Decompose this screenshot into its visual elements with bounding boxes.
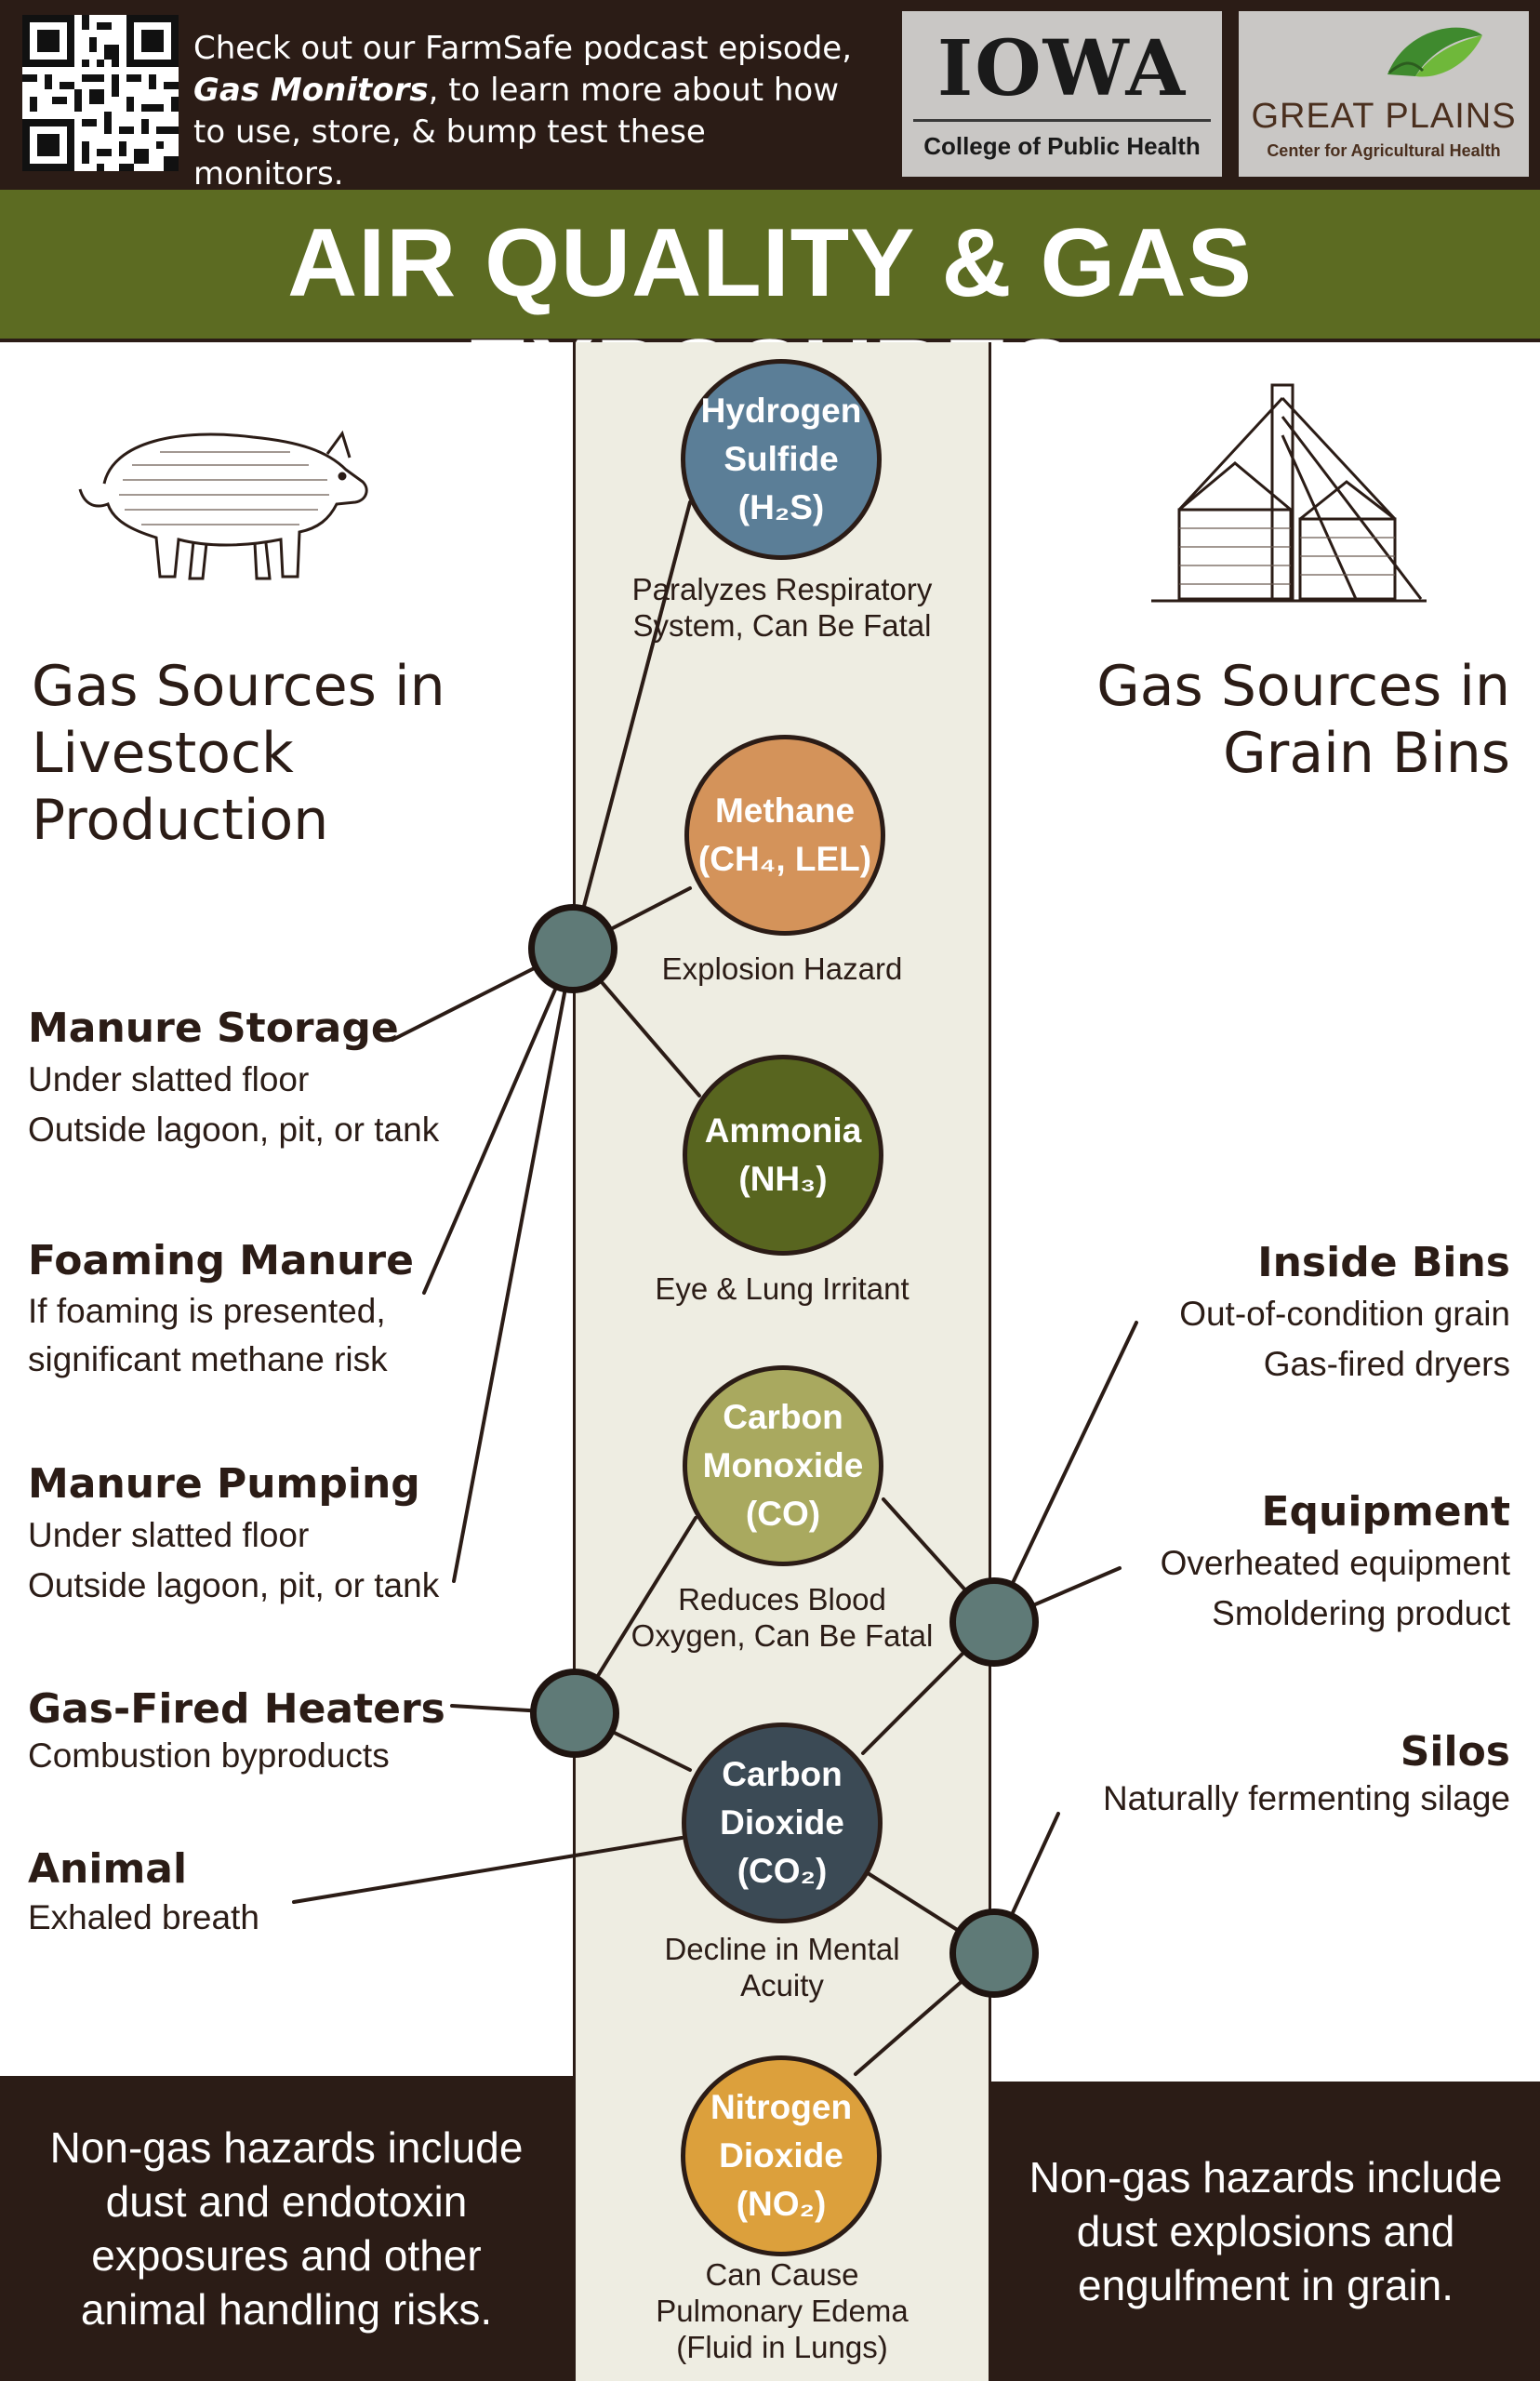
- gp-logo-subtitle: Center for Agricultural Health: [1267, 141, 1501, 160]
- gas-name-line1: Ammonia: [704, 1111, 862, 1150]
- source-line: Naturally fermenting silage: [1102, 1779, 1510, 1817]
- grain-bins-title: Gas Sources in Grain Bins: [1096, 654, 1510, 786]
- source-silos: Silos Naturally fermenting silage: [1027, 1726, 1510, 1819]
- source-name: Manure Storage: [28, 1004, 399, 1052]
- livestock-title: Gas Sources in Livestock Production: [32, 654, 445, 853]
- gas-name-line2: Dioxide: [719, 2136, 843, 2175]
- gas-name-line1: Carbon: [723, 1398, 843, 1436]
- source-line: Out-of-condition grain: [1179, 1295, 1510, 1333]
- gas-formula: (CO): [745, 1495, 821, 1533]
- source-line: Overheated equipment: [1160, 1544, 1510, 1582]
- connector-hub-grain-lower: [949, 1909, 1039, 1998]
- source-name: Silos: [1400, 1728, 1510, 1776]
- source-line: Gas-fired dryers: [1263, 1345, 1510, 1383]
- source-animal: Animal Exhaled breath: [28, 1843, 511, 1940]
- source-line: Under slatted floor: [28, 1516, 310, 1554]
- iowa-logo-rule: [913, 119, 1211, 122]
- gas-effect-carbon-dioxide: Decline in Mental Acuity: [664, 1932, 900, 2002]
- source-name: Gas-Fired Heaters: [28, 1685, 445, 1733]
- gas-name-line2: Monoxide: [702, 1446, 864, 1484]
- gas-effect-hydrogen-sulfide: Paralyzes Respiratory System, Can Be Fat…: [631, 572, 933, 643]
- source-name: Equipment: [1261, 1488, 1510, 1536]
- source-name: Animal: [28, 1845, 188, 1893]
- gas-effect-nitrogen-dioxide: Can Cause Pulmonary Edema (Fluid in Lung…: [656, 2257, 909, 2364]
- source-equipment: Equipment Overheated equipment Smolderin…: [1027, 1486, 1510, 1639]
- source-line: If foaming is presented,: [28, 1292, 386, 1330]
- gas-effect-ammonia: Eye & Lung Irritant: [655, 1271, 909, 1306]
- gas-formula: (CH₄, LEL): [697, 840, 872, 878]
- source-line: Combustion byproducts: [28, 1736, 390, 1775]
- gas-formula: (NO₂): [736, 2185, 827, 2223]
- leaf-icon: [1387, 27, 1482, 77]
- qr-code-graphic: [22, 15, 179, 171]
- podcast-promo-text: Check out our FarmSafe podcast episode, …: [193, 28, 863, 195]
- source-line: Outside lagoon, pit, or tank: [28, 1566, 440, 1604]
- gas-name-line1: Carbon: [722, 1755, 843, 1793]
- source-name: Inside Bins: [1257, 1239, 1510, 1286]
- promo-episode-title[interactable]: Gas Monitors: [193, 72, 429, 109]
- gas-name-line1: Nitrogen: [710, 2088, 853, 2126]
- source-line: Under slatted floor: [28, 1060, 310, 1098]
- gas-formula: (NH₃): [738, 1160, 828, 1198]
- title-band: AIR QUALITY & GAS EXPOSURES: [0, 186, 1540, 428]
- gas-circle-methane: Methane (CH₄, LEL): [684, 735, 885, 936]
- grain-non-gas-hazards: Non-gas hazards include dust explosions …: [991, 2082, 1540, 2381]
- iowa-logo-word: IOWA: [936, 24, 1188, 113]
- gas-formula: (H₂S): [737, 488, 825, 526]
- gas-formula: (CO₂): [737, 1852, 828, 1890]
- connector-hub-livestock-upper: [528, 904, 617, 993]
- iowa-logo-subtitle: College of Public Health: [923, 132, 1201, 160]
- source-manure-storage: Manure Storage Under slatted floor Outsi…: [28, 1003, 511, 1155]
- source-inside-bins: Inside Bins Out-of-condition grain Gas-f…: [1027, 1237, 1510, 1390]
- gp-logo-name: GREAT PLAINS: [1251, 97, 1517, 136]
- qr-code[interactable]: [22, 15, 179, 171]
- promo-before: Check out our FarmSafe podcast episode,: [193, 30, 853, 67]
- source-line: Outside lagoon, pit, or tank: [28, 1111, 440, 1149]
- gas-name-line1: Methane: [714, 791, 856, 830]
- connector-hub-grain-upper: [949, 1577, 1039, 1667]
- gas-name-line2: Dioxide: [720, 1803, 844, 1842]
- gas-circle-ammonia: Ammonia (NH₃): [683, 1055, 883, 1256]
- source-manure-pumping: Manure Pumping Under slatted floor Outsi…: [28, 1458, 511, 1611]
- source-line: Exhaled breath: [28, 1898, 259, 1936]
- gas-effect-methane: Explosion Hazard: [661, 951, 903, 986]
- source-line: significant methane risk: [28, 1340, 388, 1378]
- source-name: Foaming Manure: [28, 1237, 414, 1284]
- gas-effect-carbon-monoxide: Reduces Blood Oxygen, Can Be Fatal: [631, 1582, 934, 1653]
- gas-name-line1: Hydrogen: [700, 392, 862, 430]
- source-foaming-manure: Foaming Manure If foaming is presented, …: [28, 1235, 511, 1384]
- livestock-non-gas-hazards: Non-gas hazards include dust and endotox…: [0, 2076, 573, 2381]
- connector-hub-livestock-lower: [530, 1669, 619, 1758]
- source-name: Manure Pumping: [28, 1460, 420, 1508]
- grain-bin-illustration: [1151, 383, 1427, 603]
- great-plains-logo: GREAT PLAINS Center for Agricultural Hea…: [1239, 11, 1529, 177]
- gas-name-line2: Sulfide: [724, 440, 839, 478]
- top-bar: Check out our FarmSafe podcast episode, …: [0, 0, 1540, 193]
- source-line: Smoldering product: [1212, 1594, 1510, 1632]
- source-gas-fired-heaters: Gas-Fired Heaters Combustion byproducts: [28, 1683, 511, 1776]
- pig-illustration: [78, 430, 368, 580]
- iowa-college-public-health-logo: IOWA College of Public Health: [902, 11, 1222, 177]
